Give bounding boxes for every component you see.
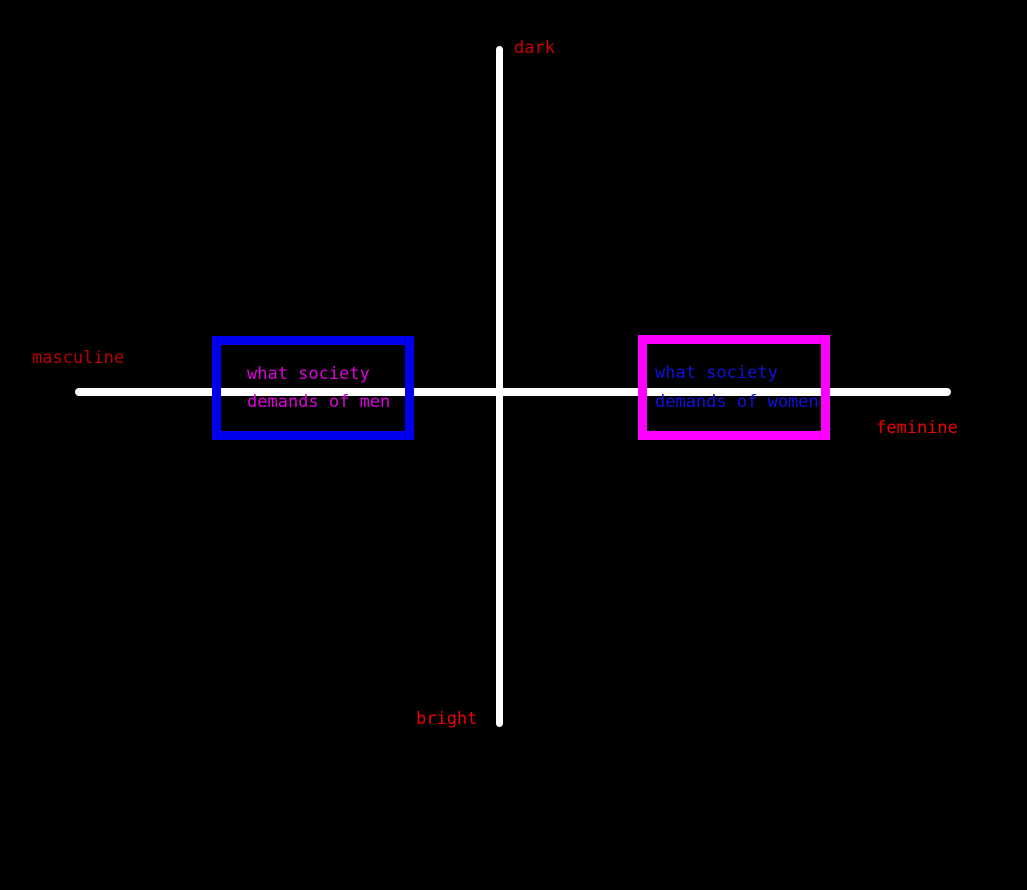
callout-box-women: what society demands of women [638,335,830,440]
callout-box-men: what society demands of men [212,336,414,440]
callout-men-line-1: what society [247,364,370,384]
horizontal-axis-line [75,388,951,396]
axis-label-masculine: masculine [32,348,125,368]
vertical-axis-line [496,46,503,727]
callout-men-line-2: demands of men [247,392,391,412]
axis-label-dark: dark [514,38,555,58]
axis-label-bright: bright [416,709,478,729]
callout-women-line-1: what society [655,363,778,383]
callout-women-line-2: demands of women [655,392,819,412]
axis-label-feminine: feminine [876,418,958,438]
